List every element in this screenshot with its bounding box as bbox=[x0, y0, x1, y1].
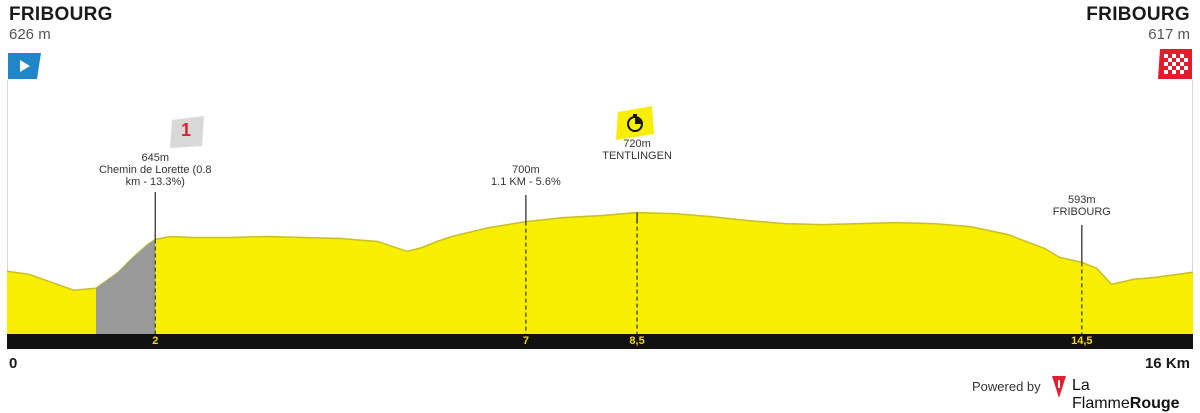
climb-category-number: 1 bbox=[180, 120, 191, 140]
climb-category-badge: 1 bbox=[168, 116, 204, 148]
point-annotation: 720m TENTLINGEN bbox=[602, 138, 672, 162]
point-annotation: 700m 1.1 KM - 5.6% bbox=[491, 164, 561, 188]
climb-segment bbox=[96, 239, 156, 334]
play-flag-icon bbox=[8, 53, 41, 79]
km-label: 14,5 bbox=[1071, 335, 1093, 347]
distance-bar bbox=[7, 334, 1193, 349]
checkered-flag-icon bbox=[1158, 49, 1192, 79]
elevation-profile-chart bbox=[6, 192, 1194, 334]
km-label: 7 bbox=[522, 335, 529, 347]
profile-area-layer bbox=[6, 211, 1194, 334]
timer-icon bbox=[616, 106, 654, 140]
profile-area bbox=[7, 212, 1193, 334]
brand-name-part-1: La Flamme bbox=[1072, 377, 1130, 412]
badge-shape-icon bbox=[170, 116, 204, 148]
brand-name: La FlammeRouge bbox=[1072, 377, 1200, 413]
finish-city-name: FRIBOURG bbox=[1086, 4, 1190, 25]
axis-end-label: 16 Km bbox=[1144, 355, 1190, 372]
point-marker-layer bbox=[154, 192, 1083, 334]
start-altitude: 626 m bbox=[9, 26, 51, 43]
profile-line bbox=[6, 211, 1194, 291]
sprint-badge bbox=[616, 106, 654, 140]
point-annotation: 593m FRIBOURG bbox=[1052, 194, 1111, 218]
axis-start-label: 0 bbox=[9, 355, 18, 372]
point-annotation: 645m Chemin de Lorette (0.8 km - 13.3%) bbox=[98, 152, 212, 188]
km-label: 2 bbox=[152, 335, 159, 347]
finish-altitude: 617 m bbox=[1148, 26, 1190, 43]
right-frame-line bbox=[1192, 80, 1193, 334]
km-label: 8,5 bbox=[629, 335, 645, 347]
start-city-name: FRIBOURG bbox=[9, 4, 113, 25]
left-frame-line bbox=[7, 80, 8, 334]
climb-segment-layer bbox=[96, 239, 156, 334]
flame-logo-icon bbox=[1052, 376, 1066, 398]
powered-by-label: Powered by bbox=[972, 379, 1041, 394]
